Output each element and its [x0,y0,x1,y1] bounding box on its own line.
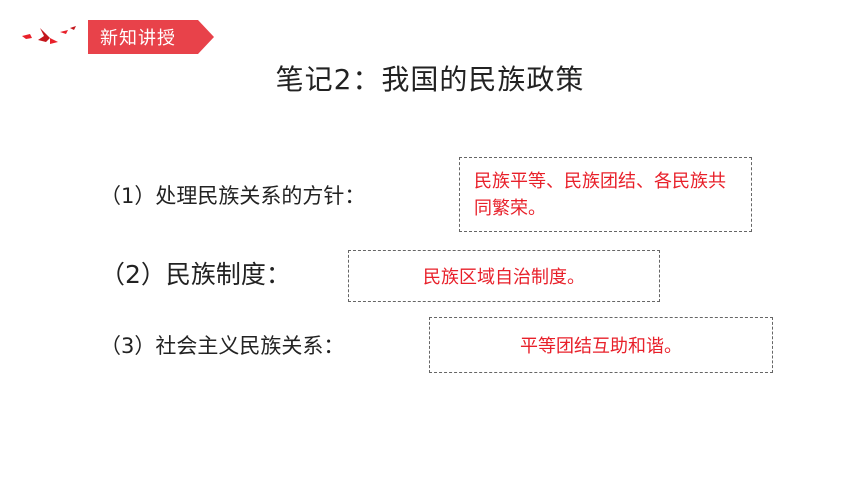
note-label-policy: （1）处理民族关系的方针： [100,184,366,208]
page-title: 笔记2：我国的民族政策 [275,63,585,96]
section-badge-label: 新知讲授 [100,28,176,49]
flying-birds-logo-icon [22,26,76,44]
note-label-relations: （3）社会主义民族关系： [100,334,345,358]
badge-arrow-shape [88,20,214,54]
note-label-system: （2）民族制度： [100,260,291,289]
note-answer-relations: 平等团结互助和谐。 [520,336,682,357]
note-answer-system: 民族区域自治制度。 [423,267,585,288]
note-answer-box-relations: 平等团结互助和谐。 [429,317,773,373]
section-badge: 新知讲授 [88,20,214,54]
note-answer-box-system: 民族区域自治制度。 [348,250,660,302]
note-answer-box-policy: 民族平等、民族团结、各民族共同繁荣。 [459,157,752,232]
note-answer-policy: 民族平等、民族团结、各民族共同繁荣。 [474,170,726,219]
